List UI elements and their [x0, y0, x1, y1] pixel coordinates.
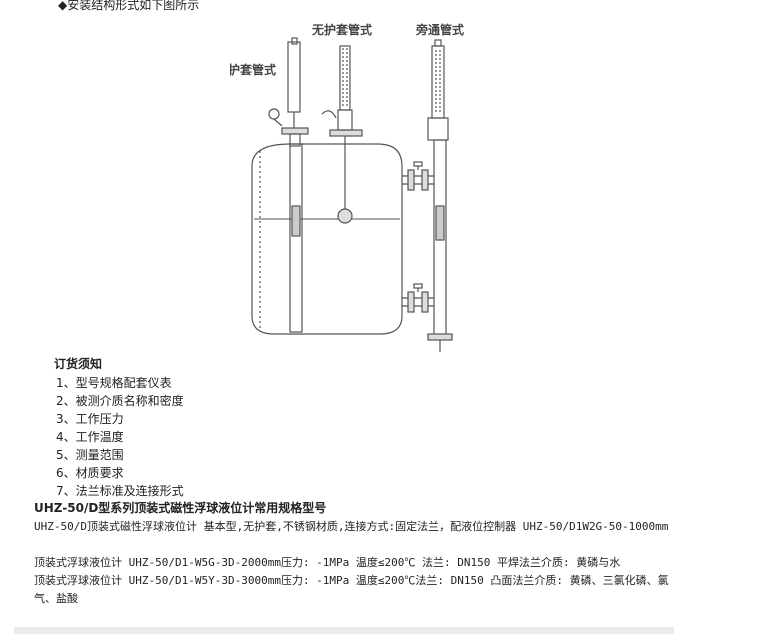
order-notice-list: 1、型号规格配套仪表 2、被测介质名称和密度 3、工作压力 4、工作温度 5、测… [56, 374, 184, 500]
list-item: 5、测量范围 [56, 448, 124, 462]
label-no-sleeve-type: 无护套管式 [311, 22, 372, 37]
no-sleeve-indicator [339, 45, 351, 111]
list-item: 2、被测介质名称和密度 [56, 394, 184, 408]
footer-divider [14, 627, 674, 634]
bypass-indicator [431, 45, 445, 119]
order-notice-title: 订货须知 [54, 357, 103, 371]
sleeve-tube [289, 143, 303, 333]
label-sleeve-type: 有护套管式 [230, 62, 276, 77]
list-item: 3、工作压力 [56, 412, 124, 426]
list-item: 4、工作温度 [56, 430, 124, 444]
sleeve-indicator [287, 41, 301, 113]
install-note: ◆安装结构形式如下图所示 [58, 0, 200, 12]
tank-body [251, 143, 403, 335]
list-item: 7、法兰标准及连接形式 [56, 484, 184, 498]
spec-line-2: 顶装式浮球液位计 UHZ-50/D1-W5G-3D-2000mm压力: -1MP… [34, 556, 621, 569]
spec-line-3: 顶装式浮球液位计 UHZ-50/D1-W5Y-3D-3000mm压力: -1MP… [34, 574, 669, 605]
label-bypass-type: 旁通管式 [415, 22, 464, 37]
float-ball [337, 208, 353, 224]
spec-title: UHZ-50/D型系列顶装式磁性浮球液位计常用规格型号 [34, 501, 327, 515]
spec-line-1: UHZ-50/D顶装式磁性浮球液位计 基本型,无护套,不锈钢材质,连接方式:固定… [34, 520, 669, 533]
list-item: 6、材质要求 [56, 466, 124, 480]
list-item: 1、型号规格配套仪表 [56, 376, 172, 390]
installation-diagram: 有护套管式 无护套管式 旁通管式 [230, 22, 464, 352]
